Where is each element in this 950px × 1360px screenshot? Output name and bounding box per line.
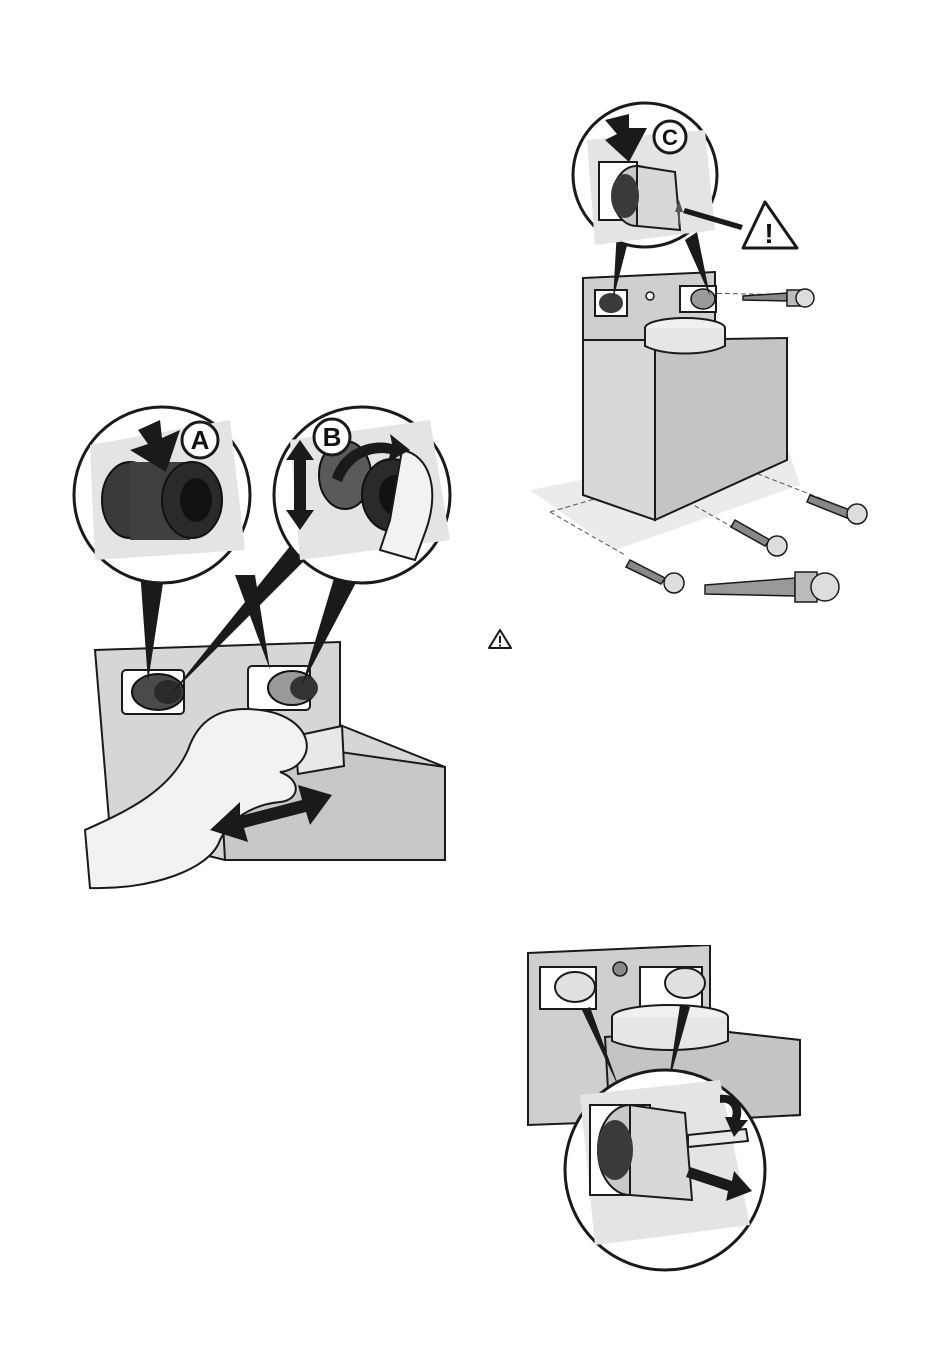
callout-circle-a: A	[74, 407, 250, 583]
callout-label-b: B	[323, 422, 342, 452]
hose-connector-left	[132, 674, 184, 710]
figure-hose-connection: A B	[70, 400, 460, 900]
callout-label-c: C	[662, 125, 678, 150]
callout-circle-release	[565, 1070, 765, 1270]
hood-column	[583, 340, 655, 520]
callout-circle-b: B	[274, 407, 450, 583]
screw-left	[626, 560, 684, 593]
callout-label-a: A	[191, 425, 210, 455]
svg-text:!: !	[764, 218, 773, 249]
figure-hose-release	[520, 945, 810, 1275]
screw-right	[807, 495, 867, 524]
screw-top	[743, 289, 814, 307]
warning-triangle-icon: !	[743, 202, 797, 249]
warning-note-icon	[487, 628, 513, 650]
large-screw	[705, 572, 839, 602]
hose-connector-right	[268, 671, 318, 705]
screw-middle	[731, 520, 787, 556]
callout-circle-c: C	[573, 103, 717, 247]
figure-mounting: C !	[525, 100, 895, 610]
